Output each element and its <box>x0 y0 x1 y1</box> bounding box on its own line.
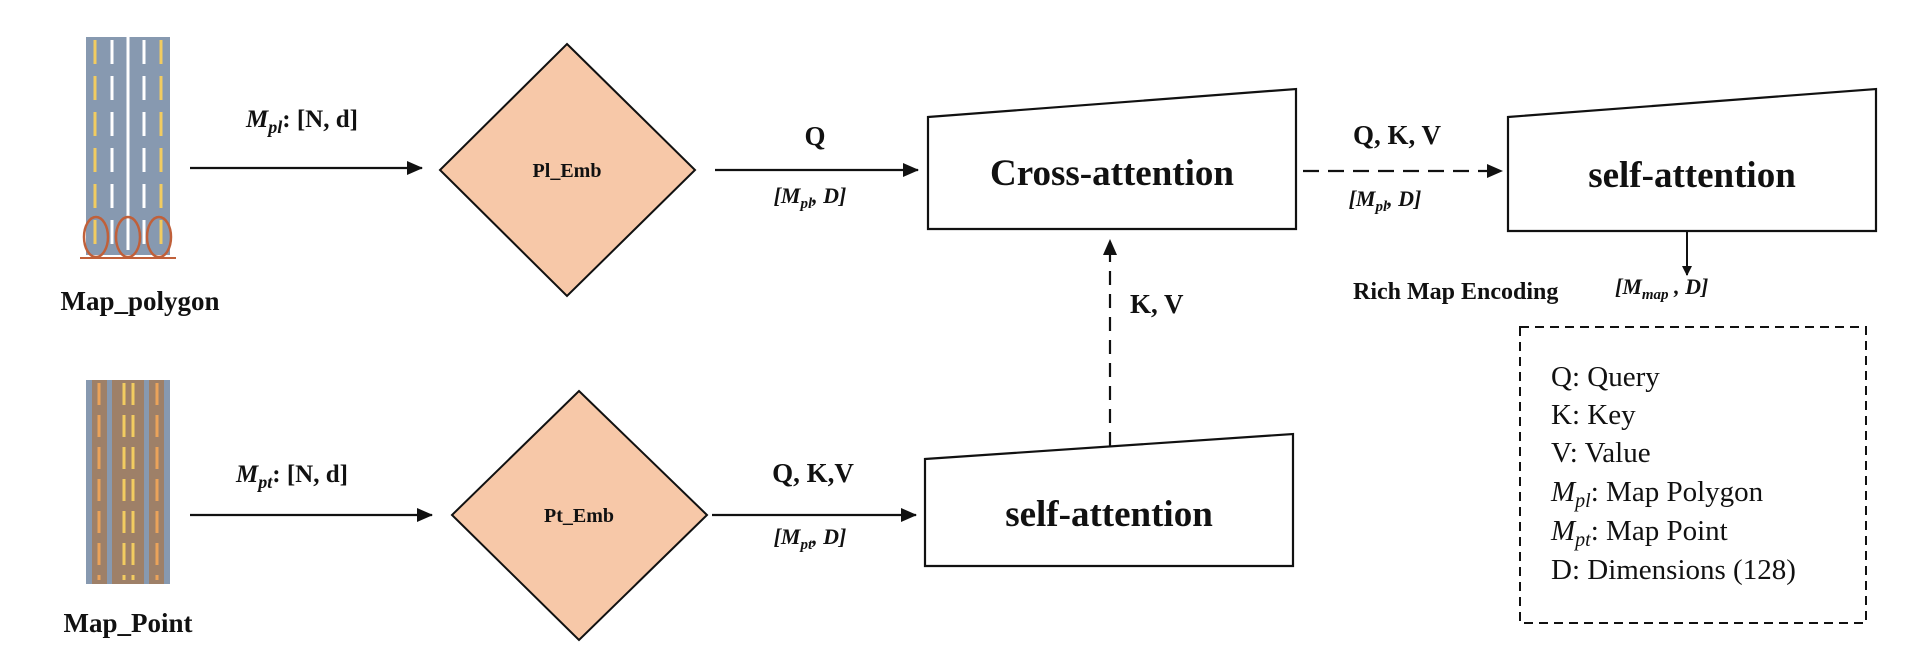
legend-box <box>1519 326 1867 624</box>
map-point-caption: Map_Point <box>63 608 192 638</box>
q-label: Q <box>804 121 825 151</box>
polygon-input-label: Mpl: [N, d] <box>245 106 358 137</box>
rich-map-encoding-dim: [Mmap , D] <box>1615 274 1708 303</box>
qkv-bottom-dim-label: [Mpt, D] <box>774 524 847 553</box>
pl-emb-label: Pl_Emb <box>533 160 602 182</box>
self-attention-top-block <box>1506 87 1878 233</box>
point-center-markings <box>122 383 135 580</box>
legend-key: K: Key <box>1551 399 1636 431</box>
self-attention-top-label: self-attention <box>1588 155 1796 196</box>
cross-attention-label: Cross-attention <box>990 153 1234 194</box>
legend-map-point: Mpt: Map Point <box>1550 515 1728 551</box>
pt-emb-diamond <box>450 389 709 642</box>
qkv-top-dim-label: [Mpl, D] <box>1349 186 1422 215</box>
point-lane-markings <box>97 383 159 580</box>
legend-value: V: Value <box>1551 437 1651 469</box>
kv-label: K, V <box>1130 289 1184 319</box>
point-input-label: Mpt: [N, d] <box>235 461 348 492</box>
self-attention-bottom-block <box>923 432 1295 568</box>
q-dim-label: [Mpl, D] <box>774 183 847 212</box>
qkv-top-label: Q, K, V <box>1353 120 1442 150</box>
qkv-bottom-label: Q, K,V <box>772 458 854 488</box>
self-attention-bottom-label: self-attention <box>1005 494 1213 535</box>
map-point-road-image <box>86 380 170 584</box>
cross-attention-block <box>926 87 1298 231</box>
pl-emb-diamond <box>438 42 697 298</box>
legend-map-polygon: Mpl: Map Polygon <box>1550 476 1764 512</box>
rich-map-encoding-label: Rich Map Encoding <box>1353 279 1558 305</box>
legend-dimensions: D: Dimensions (128) <box>1551 554 1796 586</box>
map-polygon-caption: Map_polygon <box>60 286 219 316</box>
pt-emb-label: Pt_Emb <box>544 505 614 527</box>
legend-query: Q: Query <box>1551 361 1660 393</box>
map-polygon-road-image <box>80 37 176 259</box>
